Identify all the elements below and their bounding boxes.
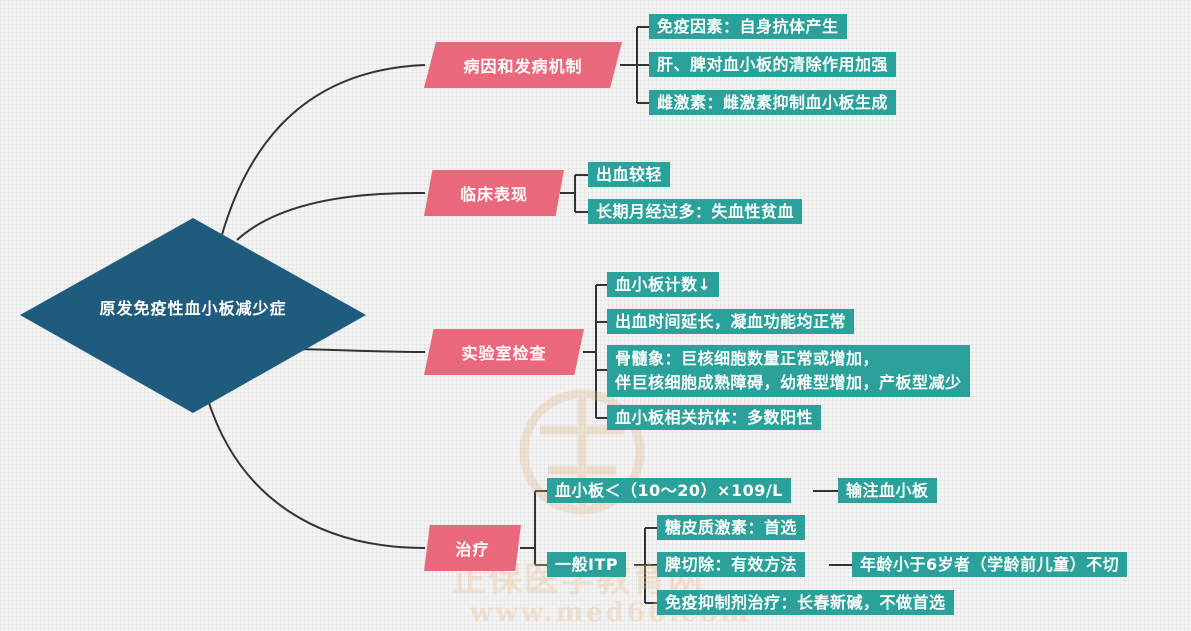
treatment-general: 一般ITP	[547, 552, 627, 577]
lab-item-bleeding-time: 出血时间延长，凝血功能均正常	[607, 309, 855, 334]
cause-item-estrogen: 雌激素：雌激素抑制血小板生成	[649, 90, 897, 115]
lab-item-bone-marrow-line1: 骨髓象：巨核细胞数量正常或增加，	[615, 349, 880, 368]
link-lab-items	[583, 284, 607, 419]
category-lab[interactable]: 实验室检查	[424, 329, 584, 375]
link-root-clinical	[236, 191, 426, 241]
clinical-item-bleeding: 出血较轻	[588, 162, 671, 187]
link-root-treatment	[207, 399, 426, 549]
root-title: 原发免疫性血小板减少症	[99, 299, 287, 318]
treatment-threshold-action: 输注血小板	[838, 478, 937, 503]
lab-item-platelet-count: 血小板计数↓	[607, 272, 720, 297]
link-general-items	[634, 527, 657, 604]
category-cause[interactable]: 病因和发病机制	[424, 42, 622, 88]
link-clinical-items	[560, 174, 588, 213]
category-treatment[interactable]: 治疗	[424, 525, 521, 571]
treatment-item-immunosuppressant: 免疫抑制剂治疗：长春新碱，不做首选	[657, 590, 954, 615]
treatment-threshold: 血小板＜（10～20）×109/L	[547, 478, 791, 503]
lab-item-antibody: 血小板相关抗体：多数阳性	[607, 405, 822, 430]
lab-item-bone-marrow-line2: 伴巨核细胞成熟障碍，幼稚型增加，产板型减少	[615, 373, 962, 392]
link-cause-items	[620, 26, 649, 104]
cause-item-immune: 免疫因素：自身抗体产生	[649, 14, 847, 39]
treatment-item-splenectomy: 脾切除：有效方法	[657, 552, 806, 577]
cause-item-clearance: 肝、脾对血小板的清除作用加强	[649, 52, 897, 77]
treatment-splenectomy-note: 年龄小于6岁者（学龄前儿童）不切	[852, 552, 1128, 577]
link-root-cause	[214, 64, 426, 263]
treatment-item-steroid: 糖皮质激素：首选	[657, 515, 806, 540]
clinical-item-menorrhagia: 长期月经过多：失血性贫血	[588, 199, 803, 224]
lab-item-bone-marrow: 骨髓象：巨核细胞数量正常或增加， 伴巨核细胞成熟障碍，幼稚型增加，产板型减少	[607, 345, 970, 397]
category-clinical[interactable]: 临床表现	[424, 170, 564, 216]
link-treatment-branches	[520, 490, 547, 566]
link-root-lab	[299, 348, 426, 353]
